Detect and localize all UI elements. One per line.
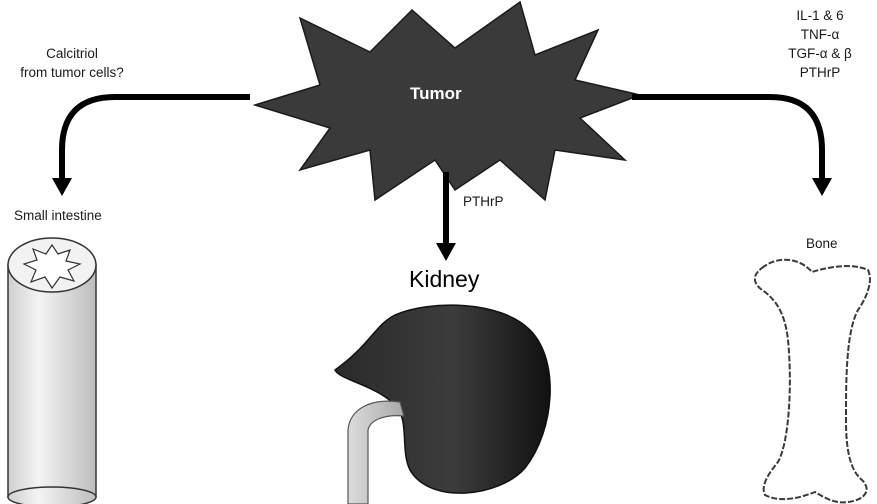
left-arrow xyxy=(62,97,250,180)
cytokine-line-3: TGF-α & β xyxy=(770,44,870,63)
cytokine-line-2: TNF-α xyxy=(770,25,870,44)
right-arrow xyxy=(632,97,822,180)
tumor-label: Tumor xyxy=(410,84,462,103)
cytokine-line-4: PTHrP xyxy=(770,63,870,82)
bone-label: Bone xyxy=(806,234,838,253)
small-intestine-label: Small intestine xyxy=(14,206,102,225)
calcitriol-line-2: from tumor cells? xyxy=(12,63,132,82)
right-arrowhead xyxy=(812,178,832,196)
calcitriol-line-1: Calcitriol xyxy=(12,44,132,63)
cytokine-list: IL-1 & 6 TNF-α TGF-α & β PTHrP xyxy=(770,6,870,82)
small-intestine-graphic xyxy=(8,238,96,504)
pthrp-center-label: PTHrP xyxy=(463,192,504,211)
calcitriol-label: Calcitriol from tumor cells? xyxy=(12,44,132,82)
ureter xyxy=(348,401,404,504)
kidney-graphic xyxy=(335,305,550,504)
left-arrowhead xyxy=(52,178,72,196)
center-arrowhead xyxy=(436,243,456,261)
bone-graphic xyxy=(755,260,870,503)
cytokine-line-1: IL-1 & 6 xyxy=(770,6,870,25)
kidney-label: Kidney xyxy=(409,265,479,293)
